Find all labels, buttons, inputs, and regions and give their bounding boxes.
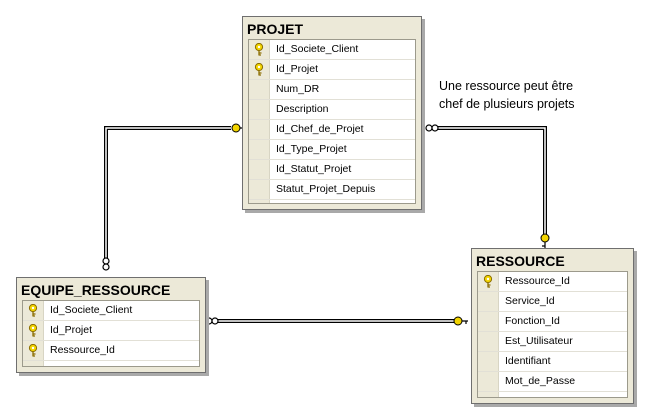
column-name: Id_Type_Projet	[276, 143, 347, 155]
column-name: Id_Chef_de_Projet	[276, 123, 364, 135]
key-endpoint-icon	[453, 316, 468, 326]
relationship-projet-equipe[interactable]	[102, 123, 246, 271]
table-title: RESSOURCE	[476, 253, 565, 269]
row-selector	[23, 341, 44, 360]
column-name: Num_DR	[276, 83, 320, 95]
infinity-endpoint-icon	[102, 257, 110, 271]
column-name: Id_Societe_Client	[50, 304, 133, 316]
note-line: chef de plusieurs projets	[439, 97, 575, 111]
infinity-endpoint-icon	[425, 124, 439, 132]
empty-row	[249, 200, 415, 203]
row-selector	[249, 80, 270, 99]
column-row[interactable]: Id_Societe_Client	[23, 301, 199, 321]
key-endpoint-icon	[540, 233, 550, 248]
row-selector	[478, 332, 499, 351]
row-selector	[478, 292, 499, 311]
column-row[interactable]: Id_Projet	[249, 60, 415, 80]
column-row[interactable]: Fonction_Id	[478, 312, 627, 332]
table-title: EQUIPE_RESSOURCE	[21, 282, 171, 298]
primary-key-icon	[28, 343, 38, 357]
primary-key-icon	[254, 42, 264, 56]
row-selector	[249, 100, 270, 119]
column-row[interactable]: Ressource_Id	[23, 341, 199, 361]
row-selector	[23, 321, 44, 340]
row-selector	[478, 392, 499, 397]
row-selector	[249, 60, 270, 79]
empty-row	[478, 392, 627, 397]
column-name: Identifiant	[505, 355, 551, 367]
column-name: Est_Utilisateur	[505, 335, 573, 347]
column-row[interactable]: Id_Projet	[23, 321, 199, 341]
row-selector	[249, 140, 270, 159]
row-selector	[249, 120, 270, 139]
relationship-equipe-ressource[interactable]	[205, 316, 468, 326]
primary-key-icon	[254, 62, 264, 76]
column-row[interactable]: Num_DR	[249, 80, 415, 100]
row-selector	[478, 372, 499, 391]
column-name: Id_Societe_Client	[276, 43, 359, 55]
column-row[interactable]: Id_Societe_Client	[249, 40, 415, 60]
relationship-projet-ressource[interactable]	[425, 124, 550, 248]
column-name: Mot_de_Passe	[505, 375, 576, 387]
primary-key-icon	[483, 274, 493, 288]
primary-key-icon	[28, 303, 38, 317]
column-name: Service_Id	[505, 295, 555, 307]
column-name: Id_Projet	[276, 63, 319, 75]
primary-key-icon	[28, 323, 38, 337]
relationship-note: Une ressource peut être chef de plusieur…	[439, 77, 614, 113]
column-name: Id_Statut_Projet	[276, 163, 352, 175]
column-row[interactable]: Service_Id	[478, 292, 627, 312]
column-row[interactable]: Id_Type_Projet	[249, 140, 415, 160]
row-selector	[249, 160, 270, 179]
column-name: Statut_Projet_Depuis	[276, 183, 376, 195]
empty-row	[23, 361, 199, 366]
note-line: Une ressource peut être	[439, 79, 574, 93]
row-selector	[478, 272, 499, 291]
row-selector	[249, 200, 270, 203]
column-name: Ressource_Id	[505, 275, 570, 287]
row-selector	[23, 301, 44, 320]
column-row[interactable]: Mot_de_Passe	[478, 372, 627, 392]
row-selector	[249, 180, 270, 199]
row-selector	[478, 312, 499, 331]
column-row[interactable]: Id_Statut_Projet	[249, 160, 415, 180]
column-row[interactable]: Description	[249, 100, 415, 120]
column-name: Description	[276, 103, 329, 115]
table-title: PROJET	[247, 21, 304, 37]
column-name: Id_Projet	[50, 324, 93, 336]
column-row[interactable]: Est_Utilisateur	[478, 332, 627, 352]
row-selector	[478, 352, 499, 371]
row-selector	[249, 40, 270, 59]
column-row[interactable]: Statut_Projet_Depuis	[249, 180, 415, 200]
column-row[interactable]: Identifiant	[478, 352, 627, 372]
column-row[interactable]: Id_Chef_de_Projet	[249, 120, 415, 140]
column-name: Ressource_Id	[50, 344, 115, 356]
infinity-endpoint-icon	[205, 317, 219, 325]
column-row[interactable]: Ressource_Id	[478, 272, 627, 292]
row-selector	[23, 361, 44, 366]
column-name: Fonction_Id	[505, 315, 560, 327]
